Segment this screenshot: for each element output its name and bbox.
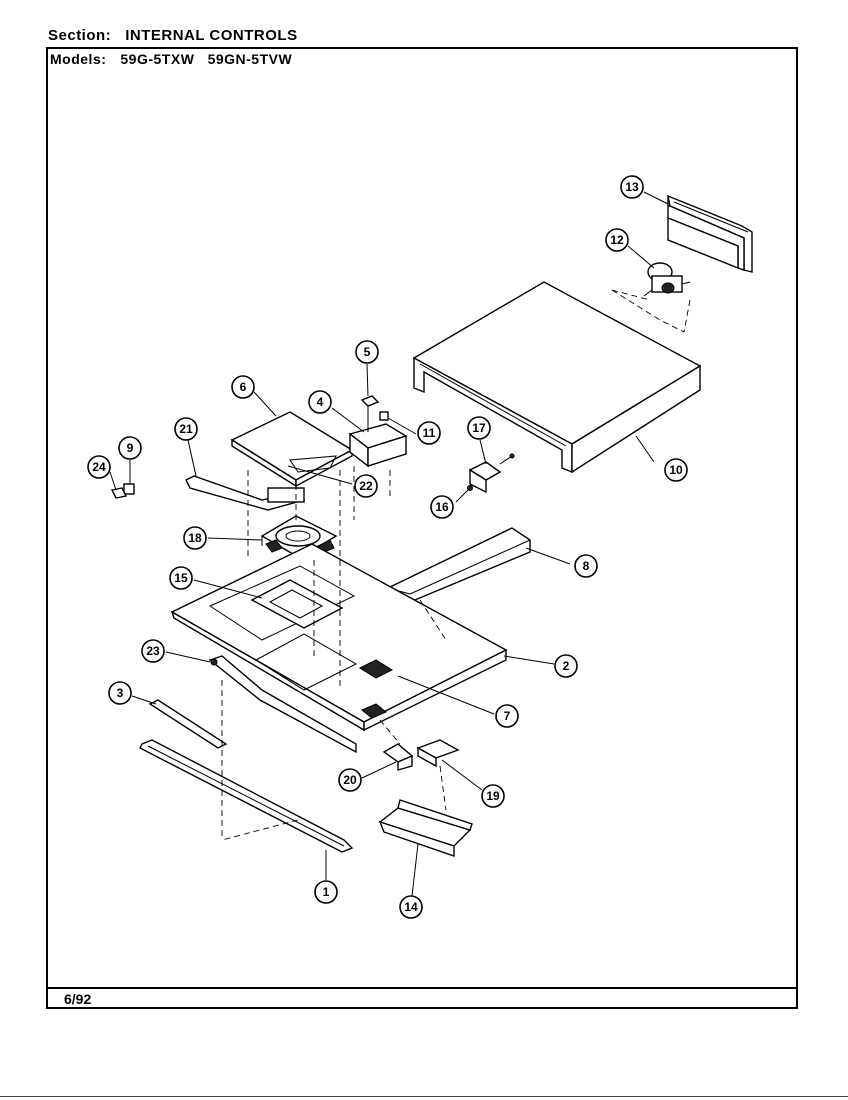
- footer-divider: [46, 987, 798, 989]
- callout-8: 8: [574, 554, 598, 578]
- part-11-clip: [379, 411, 389, 421]
- callout-17-label: 17: [472, 421, 486, 435]
- callout-16-label: 16: [435, 500, 449, 514]
- alignment-lines: [221, 466, 447, 841]
- footer-date: 6/92: [64, 991, 92, 1007]
- callout-15: 15: [169, 566, 193, 590]
- part-8-strip: [387, 527, 531, 603]
- callout-11-label: 11: [423, 426, 436, 440]
- part-1-rail: [139, 739, 354, 853]
- callout-24-label: 24: [92, 460, 106, 474]
- part-24-knob: [110, 487, 128, 499]
- callout-5: 5: [355, 340, 379, 364]
- callout-2: 2: [554, 654, 578, 678]
- callout-3: 3: [108, 681, 132, 705]
- callout-10: 10: [664, 458, 688, 482]
- part-6-board: [230, 411, 354, 488]
- callout-24: 24: [87, 455, 111, 479]
- callout-14: 14: [399, 895, 423, 919]
- callout-3-label: 3: [117, 686, 124, 700]
- callout-4: 4: [308, 390, 332, 414]
- part-19-bracket: [416, 739, 460, 768]
- callout-7-label: 7: [504, 709, 511, 723]
- callout-21: 21: [174, 417, 198, 441]
- callout-5-label: 5: [364, 345, 371, 359]
- callout-10-label: 10: [669, 463, 683, 477]
- callout-23-label: 23: [146, 644, 160, 658]
- callout-22: 22: [354, 474, 378, 498]
- part-12-valve: [611, 262, 691, 333]
- part-2-base: [170, 543, 508, 732]
- callout-1: 1: [314, 880, 338, 904]
- callout-16: 16: [430, 495, 454, 519]
- part-15-plate: [250, 579, 344, 629]
- callout-22-label: 22: [359, 479, 373, 493]
- section-value: INTERNAL CONTROLS: [125, 27, 298, 44]
- callout-11: 11: [417, 421, 441, 445]
- part-4-box: [348, 423, 408, 468]
- models-heading: Models: 59G-5TXW 59GN-5TVW: [50, 51, 292, 67]
- callout-6: 6: [231, 375, 255, 399]
- part-3-strip: [148, 699, 228, 749]
- section-label: Section:: [48, 27, 112, 44]
- callout-2-label: 2: [563, 659, 570, 673]
- models-label: Models:: [50, 51, 107, 67]
- callout-12: 12: [605, 228, 629, 252]
- callout-14-label: 14: [404, 900, 418, 914]
- callout-7: 7: [495, 704, 519, 728]
- part-17-bracket: [468, 453, 515, 494]
- diagram-frame: [46, 47, 798, 1009]
- part-10-cover: [412, 281, 702, 474]
- part-5-clip: [360, 395, 380, 432]
- callout-17: 17: [467, 416, 491, 440]
- models-value: 59G-5TXW 59GN-5TVW: [120, 51, 293, 67]
- callout-13-label: 13: [625, 180, 639, 194]
- callout-8-label: 8: [583, 559, 590, 573]
- callout-21-label: 21: [179, 422, 193, 436]
- part-9-knob: [123, 483, 135, 495]
- part-21-rod: [185, 475, 306, 511]
- callout-18: 18: [183, 526, 207, 550]
- leader-lines: [109, 191, 669, 897]
- callout-20-label: 20: [343, 773, 357, 787]
- page-bottom-edge: [0, 1096, 848, 1097]
- callout-19-label: 19: [486, 789, 500, 803]
- part-14-channel: [378, 799, 473, 857]
- callout-18-label: 18: [188, 531, 202, 545]
- callout-4-label: 4: [317, 395, 324, 409]
- callout-20: 20: [338, 768, 362, 792]
- callout-6-label: 6: [240, 380, 247, 394]
- callout-15-label: 15: [174, 571, 188, 585]
- callout-9: 9: [118, 436, 142, 460]
- callout-9-label: 9: [127, 441, 134, 455]
- part-20-bracket: [382, 743, 414, 771]
- part-16-screw: [467, 485, 473, 491]
- part-13-bracket: [667, 194, 753, 273]
- part-23-rail: [208, 655, 357, 754]
- callout-12-label: 12: [610, 233, 624, 247]
- callout-1-label: 1: [323, 885, 330, 899]
- callout-13: 13: [620, 175, 644, 199]
- callout-23: 23: [141, 639, 165, 663]
- section-heading: Section: INTERNAL CONTROLS: [48, 27, 298, 44]
- callout-19: 19: [481, 784, 505, 808]
